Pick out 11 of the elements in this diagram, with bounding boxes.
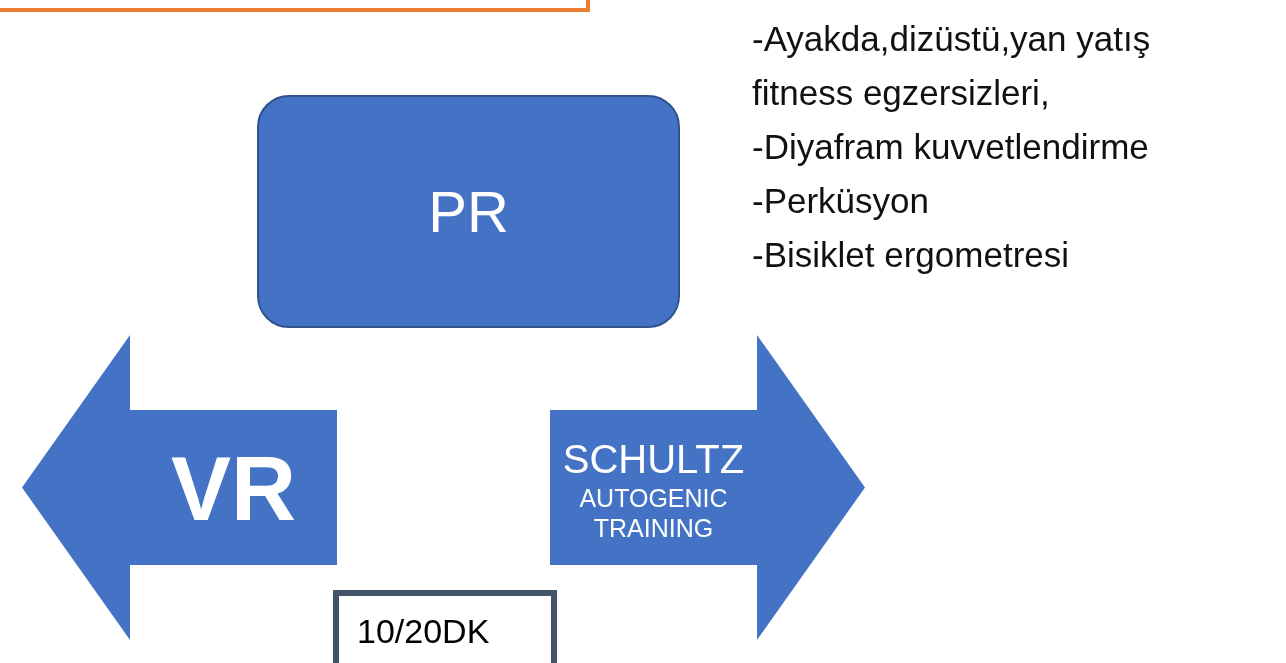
- list-item: -Ayakda,dizüstü,yan yatış fitness egzersizleri,: [752, 18, 1152, 114]
- list-item: -Bisiklet ergometresi: [752, 234, 1071, 276]
- arrow-label: VR: [171, 437, 296, 541]
- right-arrow-shape: [550, 335, 865, 640]
- duration-box: 10/20DK: [333, 590, 557, 663]
- left-arrow-shape: [22, 335, 337, 640]
- list-item: -Diyafram kuvvetlendirme: [752, 126, 1150, 168]
- list-item: -Perküsyon: [752, 180, 931, 222]
- arrow-label: AUTOGENIC TRAINING: [578, 482, 729, 543]
- arrow-label: SCHULTZ: [562, 435, 745, 483]
- process-box: PR: [257, 95, 680, 328]
